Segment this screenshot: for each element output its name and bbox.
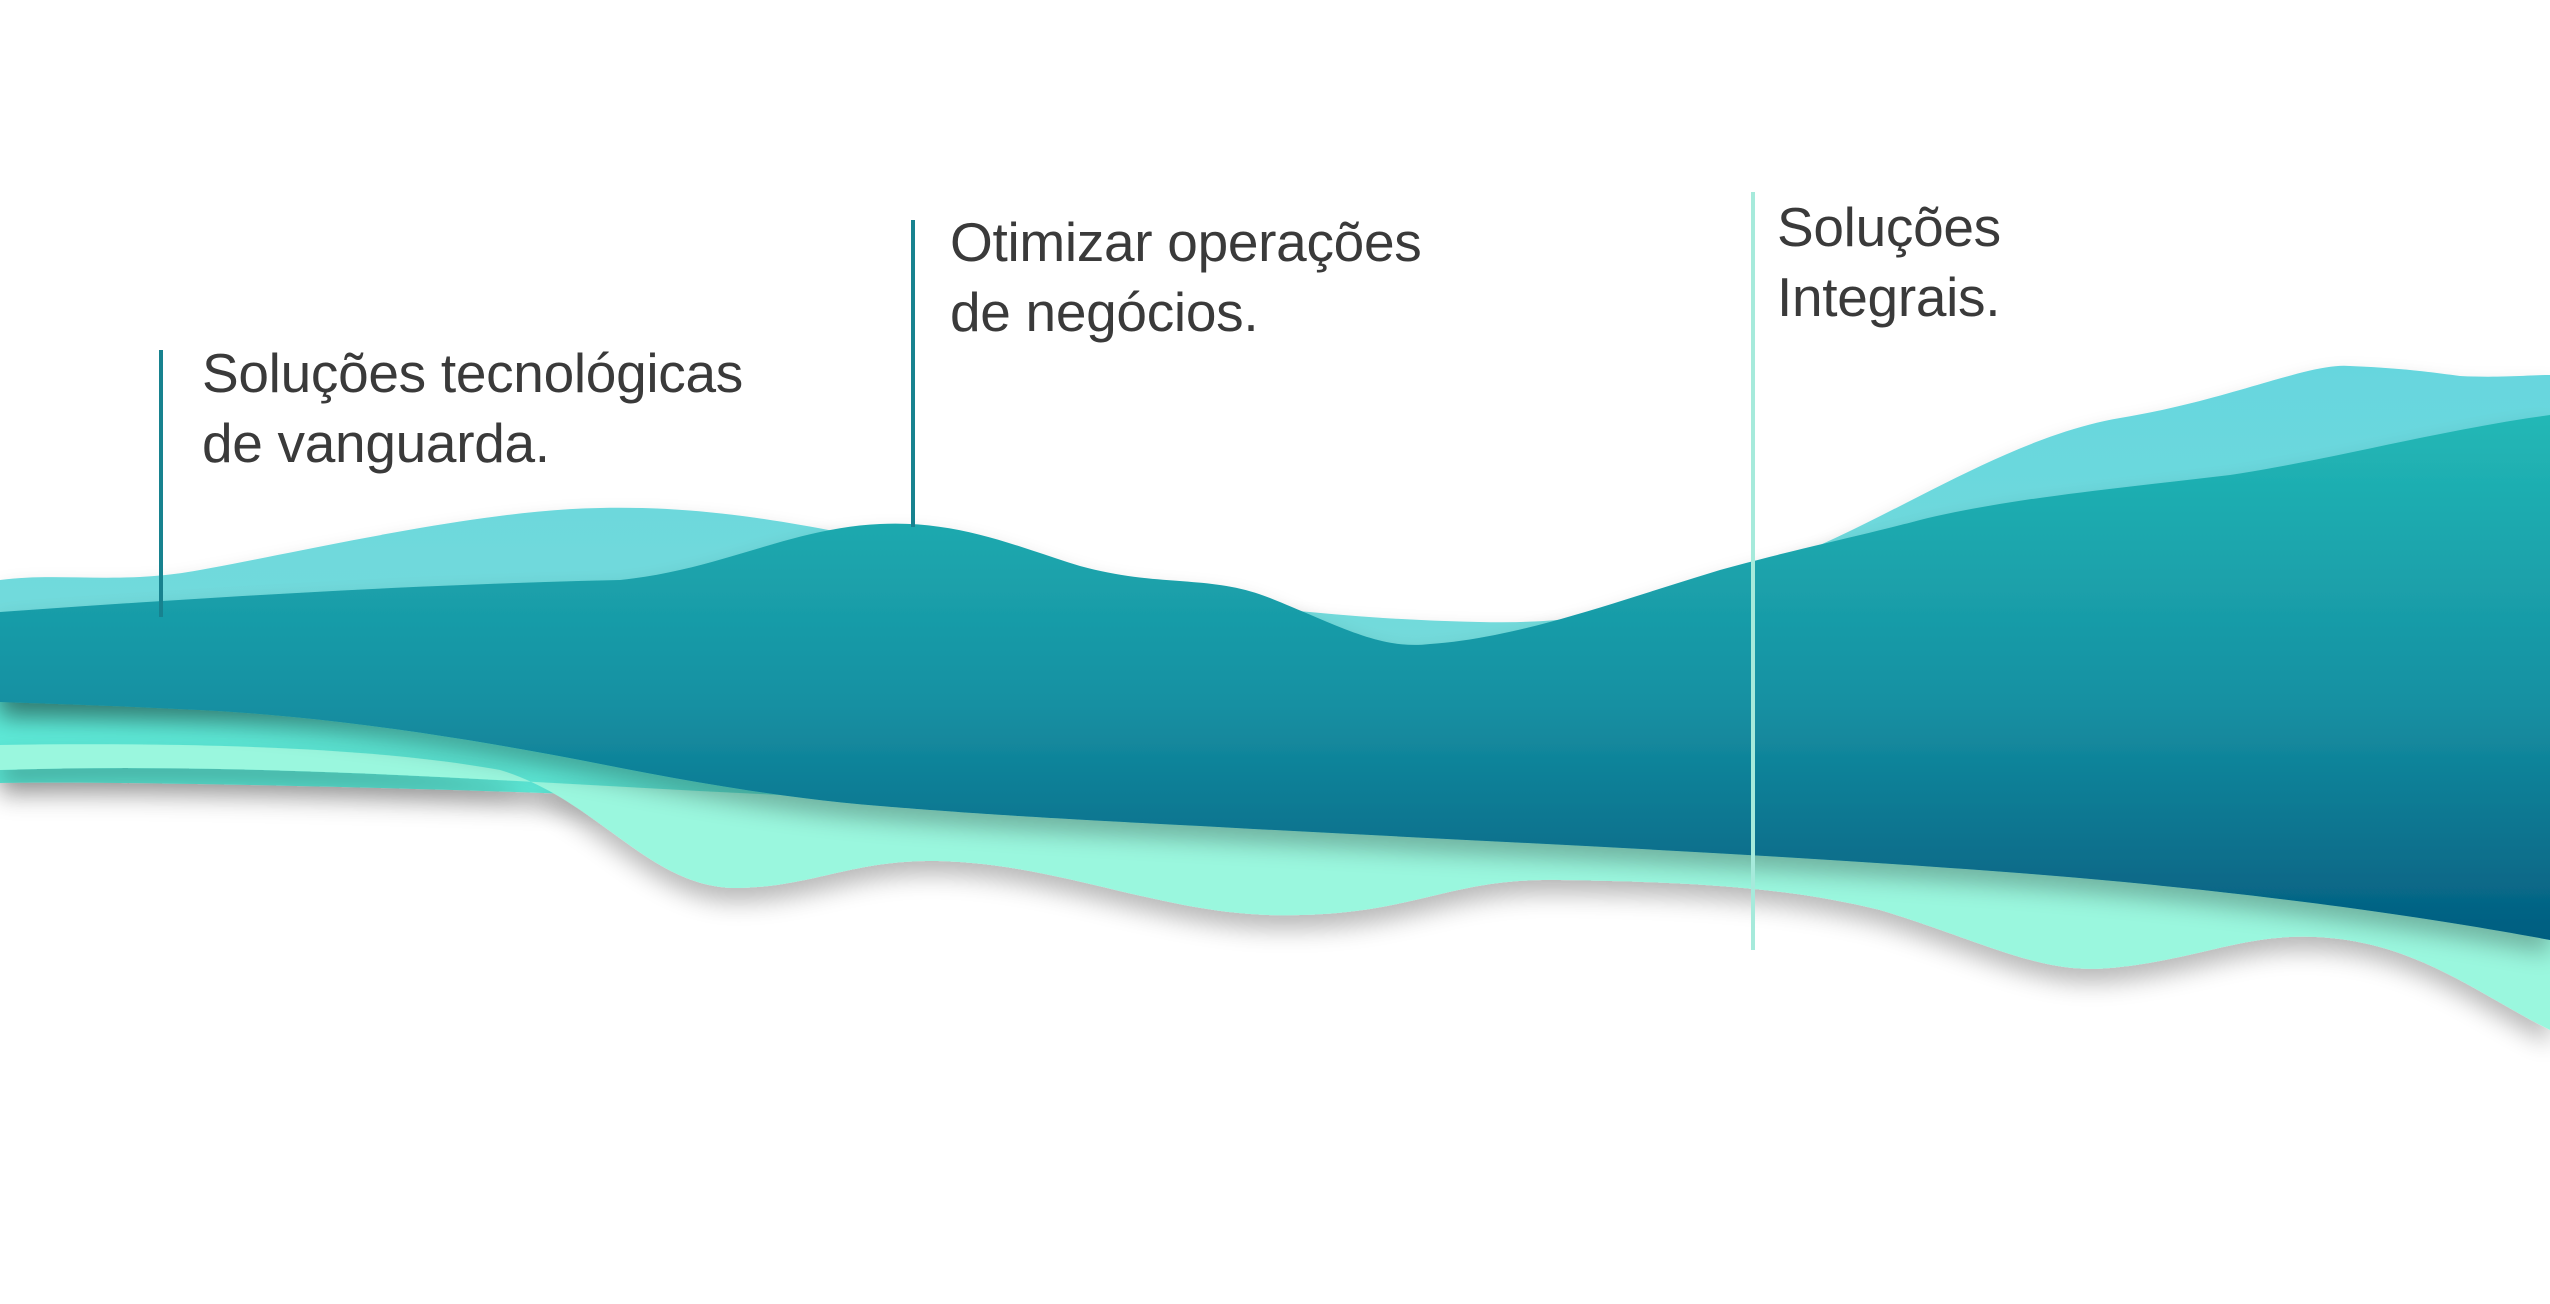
caption-line: Soluções tecnológicas [202,342,743,404]
wave-mint [0,744,2550,1030]
caption-vanguard-solutions: Soluções tecnológicas de vanguarda. [202,338,743,478]
caption-line: Integrais. [1777,266,2001,328]
caption-line: Soluções [1777,196,2001,258]
caption-line: de vanguarda. [202,412,550,474]
caption-line: de negócios. [950,281,1259,343]
caption-optimize-operations: Otimizar operações de negócios. [950,207,1422,347]
caption-line: Otimizar operações [950,211,1422,273]
caption-integral-solutions: Soluções Integrais. [1777,192,2001,332]
wave-main-gradient [0,415,2550,940]
